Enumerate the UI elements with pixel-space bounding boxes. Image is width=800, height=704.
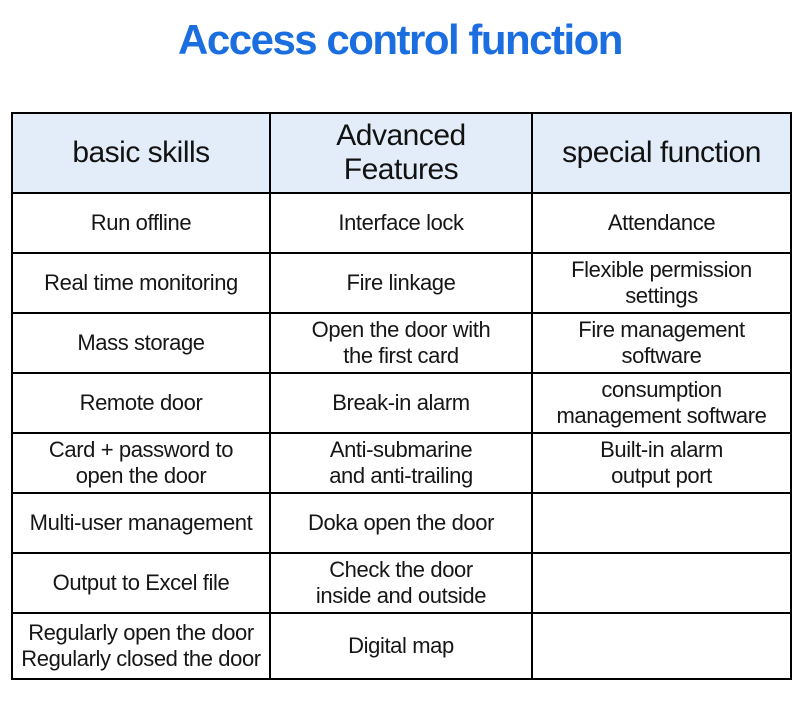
table-cell	[531, 492, 792, 554]
table-row: Remote door Break-in alarm consumption m…	[11, 372, 792, 434]
table-cell: Real time monitoring	[11, 252, 271, 314]
table-cell	[531, 552, 792, 614]
table-row: Multi-user management Doka open the door	[11, 492, 792, 554]
table-cell: Flexible permission settings	[531, 252, 792, 314]
table-cell: Anti-submarine and anti-trailing	[269, 432, 533, 494]
table-cell: Remote door	[11, 372, 271, 434]
page-title: Access control function	[178, 16, 623, 63]
table-cell: Mass storage	[11, 312, 271, 374]
table-cell: Attendance	[531, 192, 792, 254]
table-cell: Open the door with the first card	[269, 312, 533, 374]
table-row: Output to Excel file Check the door insi…	[11, 552, 792, 614]
table-row: Run offline Interface lock Attendance	[11, 192, 792, 254]
table-cell: Run offline	[11, 192, 271, 254]
table-cell: Doka open the door	[269, 492, 533, 554]
table-row: Card + password to open the door Anti-su…	[11, 432, 792, 494]
table-cell	[531, 612, 792, 680]
table-cell: Multi-user management	[11, 492, 271, 554]
header-basic-skills: basic skills	[11, 112, 271, 194]
table-cell: Check the door inside and outside	[269, 552, 533, 614]
table-cell: Digital map	[269, 612, 533, 680]
table-cell: consumption management software	[531, 372, 792, 434]
table-cell: Fire management software	[531, 312, 792, 374]
table-cell: Built-in alarm output port	[531, 432, 792, 494]
table-cell: Interface lock	[269, 192, 533, 254]
header-special-function: special function	[531, 112, 792, 194]
table-cell: Regularly open the door Regularly closed…	[11, 612, 271, 680]
table-row: Real time monitoring Fire linkage Flexib…	[11, 252, 792, 314]
table-row: Regularly open the door Regularly closed…	[11, 612, 792, 680]
table-cell: Fire linkage	[269, 252, 533, 314]
access-control-feature-table: basic skills Advanced Features special f…	[11, 112, 792, 680]
table-cell: Output to Excel file	[11, 552, 271, 614]
table-row: Mass storage Open the door with the firs…	[11, 312, 792, 374]
table-cell: Card + password to open the door	[11, 432, 271, 494]
table-cell: Break-in alarm	[269, 372, 533, 434]
table-header-row: basic skills Advanced Features special f…	[11, 112, 792, 194]
header-advanced-features: Advanced Features	[269, 112, 533, 194]
